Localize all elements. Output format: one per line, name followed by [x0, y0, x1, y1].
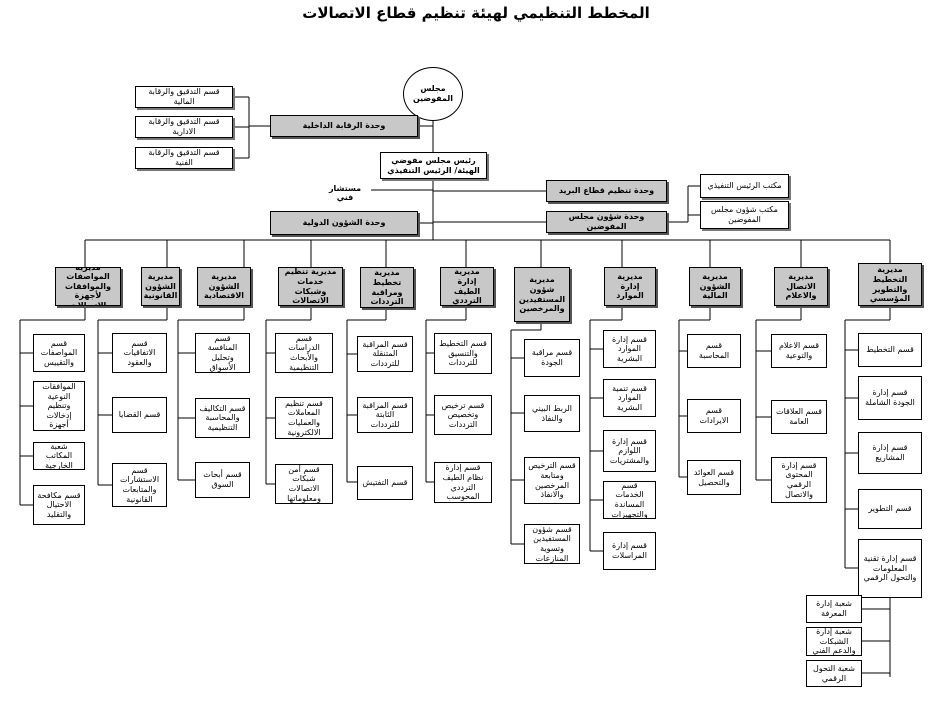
- audit-section: قسم التدقيق والرقابة الفنية: [135, 147, 233, 169]
- directorate-frequency-monitoring: مديرية تخطيط ومراقبة الترددات: [360, 267, 414, 308]
- section-box: قسم العوائد والتحصيل: [687, 460, 741, 495]
- section-box: قسم المراقبة المتنقلة للترددات: [357, 336, 413, 372]
- section-box: قسم إدارة الموارد البشرية: [603, 330, 656, 368]
- directorate-economic: مديرية الشؤون الاقتصادية: [197, 267, 251, 306]
- section-box: قسم تنظيم المعاملات والعمليات الالكتروني…: [275, 397, 333, 439]
- section-box: قسم إدارة المراسلات: [603, 532, 656, 570]
- technical-advisor: مستشار فني: [328, 184, 362, 202]
- internal-audit-unit: وحدة الرقابة الداخلية: [270, 115, 418, 137]
- directorate-legal: مديرية الشؤون القانونية: [141, 267, 180, 306]
- section-box: قسم مراقبة الجودة: [524, 339, 580, 377]
- section-box: قسم المراقبة الثابتة للترددات: [357, 397, 413, 433]
- section-box: قسم أمن شبكات الاتصالات ومعلوماتها: [275, 464, 333, 504]
- directorate-spectrum: مديرية إدارة الطيف الترددي: [440, 267, 494, 306]
- directorate-planning: مديرية التخطيط والتطوير المؤسسي: [858, 263, 922, 306]
- directorate-finance: مديرية الشؤون المالية: [689, 267, 741, 306]
- branch-box: شعبة التحول الرقمي: [806, 660, 862, 687]
- section-box: قسم التفتيش: [357, 466, 413, 500]
- section-box: قسم التطوير: [858, 489, 922, 529]
- section-box: قسم العلاقات العامة: [771, 400, 827, 434]
- ceo-office: مكتب الرئيس التنفيذي: [700, 174, 789, 198]
- section-box: قسم الاستشارات والمتابعات القانونية: [112, 463, 167, 507]
- postal-sector-unit: وحدة تنظيم قطاع البريد: [546, 180, 667, 202]
- section-box: قسم المواصفات والتقييس: [33, 334, 85, 372]
- directorate-resources: مديرية إدارة الموارد: [604, 267, 656, 306]
- section-box: قسم الاتفاقيات والعقود: [112, 333, 167, 373]
- board-affairs-unit: وحدة شؤون مجلس المفوضين: [546, 211, 667, 233]
- section-box: قسم التكاليف والمحاسبة التنظيمية: [195, 398, 250, 438]
- section-box: قسم إدارة تقنية المعلومات والتحول الرقمي: [858, 539, 922, 598]
- page-title: المخطط التنظيمي لهيئة تنظيم قطاع الاتصال…: [302, 4, 650, 22]
- section-box: قسم شؤون المستفيدين وتسوية المنازعات: [524, 524, 580, 564]
- section-box: قسم ترخيص وتخصيص الترددات: [434, 395, 492, 435]
- section-box: قسم المحاسبة: [687, 334, 741, 368]
- section-box: قسم المنافسة وتحليل الأسواق: [195, 333, 250, 373]
- section-box: قسم الترخيص ومتابعة المرخصين والانفاذ: [524, 457, 580, 504]
- section-box: قسم الموافقات النوعية وتنظيم إدخالات أجه…: [33, 381, 85, 431]
- directorate-networks: مديرية تنظيم خدمات وشبكات الاتصالات: [278, 267, 343, 306]
- directorate-specifications: مديرية المواصفات والموافقات لأجهزة الاتص…: [55, 267, 121, 306]
- audit-section: قسم التدقيق والرقابة المالية: [135, 86, 233, 108]
- board-affairs-office: مكتب شؤون مجلس المفوضين: [700, 201, 789, 229]
- chairman-box: رئيس مجلس مفوضي الهيئة/ الرئيس التنفيذي: [380, 152, 487, 179]
- directorate-beneficiaries: مديرية شؤون المستفيدين والمرخصين: [514, 267, 570, 322]
- section-box: قسم الخدمات المساندة والتجهيزات: [603, 481, 656, 519]
- branch-box: شعبة إدارة الشبكات والدعم الفني: [806, 627, 862, 656]
- international-affairs-unit: وحدة الشؤون الدولية: [270, 211, 418, 235]
- section-box: قسم إدارة المحتوى الرقمي والاتصال: [771, 457, 827, 503]
- section-box: شعبة المكاتب الخارجية: [33, 442, 85, 470]
- section-box: قسم مكافحة الاحتيال والتقليد: [33, 485, 85, 525]
- section-box: قسم التخطيط والتنسيق للترددات: [434, 333, 492, 374]
- section-box: قسم إدارة اللوازم والمشتريات: [603, 430, 656, 472]
- audit-section: قسم التدقيق والرقابة الادارية: [135, 116, 233, 138]
- section-box: قسم تنمية الموارد البشرية: [603, 379, 656, 417]
- section-box: قسم القضايا: [112, 397, 167, 433]
- branch-box: شعبة إدارة المعرفة: [806, 595, 862, 623]
- section-box: قسم إدارة المشاريع: [858, 432, 922, 474]
- directorate-media: مديرية الاتصال والاعلام: [774, 267, 828, 306]
- section-box: قسم أبحاث السوق: [195, 462, 250, 498]
- board-of-commissioners: مجلس المفوضين: [403, 67, 463, 121]
- section-box: قسم الايرادات: [687, 399, 741, 433]
- section-box: قسم التخطيط: [858, 333, 922, 367]
- section-box: قسم الدراسات والأبحاث التنظيمية: [275, 333, 333, 373]
- section-box: قسم إدارة نظام الطيف الترددي المحوسب: [434, 462, 492, 503]
- section-box: الربط البيني والنفاذ: [524, 395, 580, 432]
- section-box: قسم إدارة الجودة الشاملة: [858, 376, 922, 420]
- section-box: قسم الاعلام والتوعية: [771, 334, 827, 368]
